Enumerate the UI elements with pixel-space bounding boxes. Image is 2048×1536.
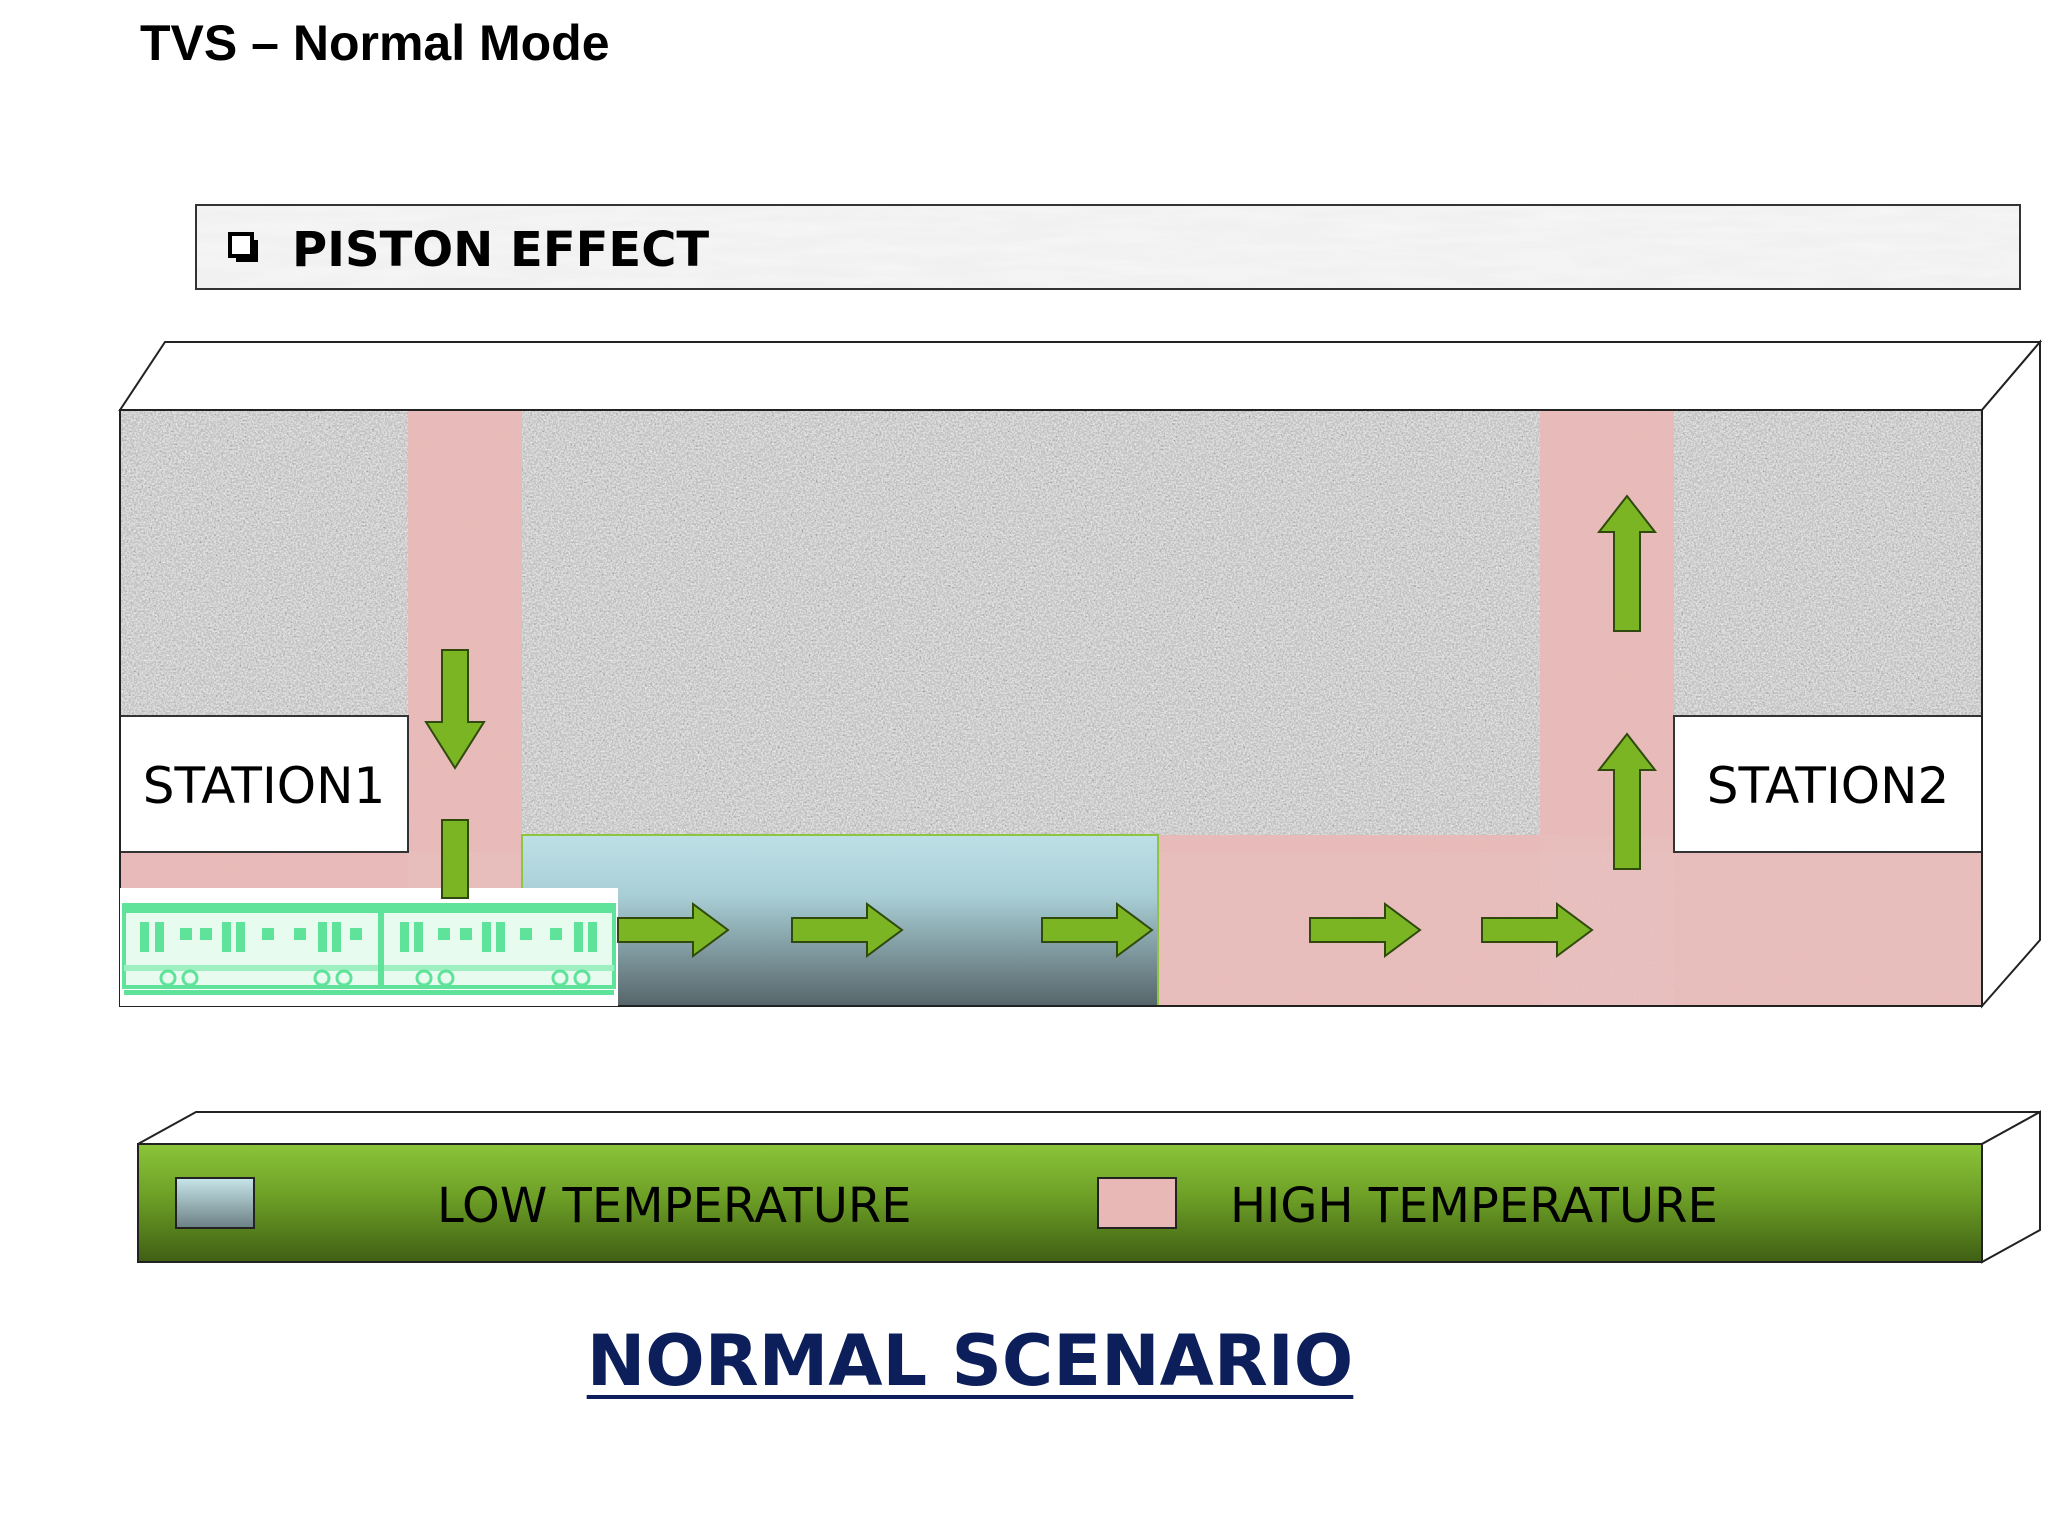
- train-icon: [120, 888, 618, 1006]
- legend-bar: LOW TEMPERATURE HIGH TEMPERATURE: [137, 1110, 2041, 1264]
- airflow-arrows: [424, 495, 1656, 957]
- legend-item-high-temperature: HIGH TEMPERATURE: [1097, 1177, 1718, 1234]
- legend-item-low-temperature: LOW TEMPERATURE: [175, 1177, 912, 1234]
- piston-effect-banner: PISTON EFFECT: [195, 204, 2021, 290]
- low-temperature-label: LOW TEMPERATURE: [437, 1178, 912, 1234]
- high-temperature-swatch: [1097, 1177, 1177, 1229]
- low-temperature-swatch: [175, 1177, 255, 1229]
- normal-scenario-title: NORMAL SCENARIO: [586, 1320, 1354, 1402]
- green-arrow-icon: [424, 649, 486, 770]
- high-temperature-label: HIGH TEMPERATURE: [1230, 1178, 1718, 1234]
- tunnel-block: STATION1 STATION2: [118, 339, 2043, 1009]
- page-title: TVS – Normal Mode: [140, 15, 610, 71]
- station2-label: STATION2: [1707, 757, 1950, 815]
- station1-label: STATION1: [143, 757, 386, 815]
- station2-box: STATION2: [1673, 715, 1983, 853]
- piston-effect-label: PISTON EFFECT: [292, 222, 709, 278]
- station1-box: STATION1: [119, 715, 409, 853]
- checkbox-bullet-icon: [228, 232, 258, 262]
- green-arrow-icon: [441, 819, 469, 899]
